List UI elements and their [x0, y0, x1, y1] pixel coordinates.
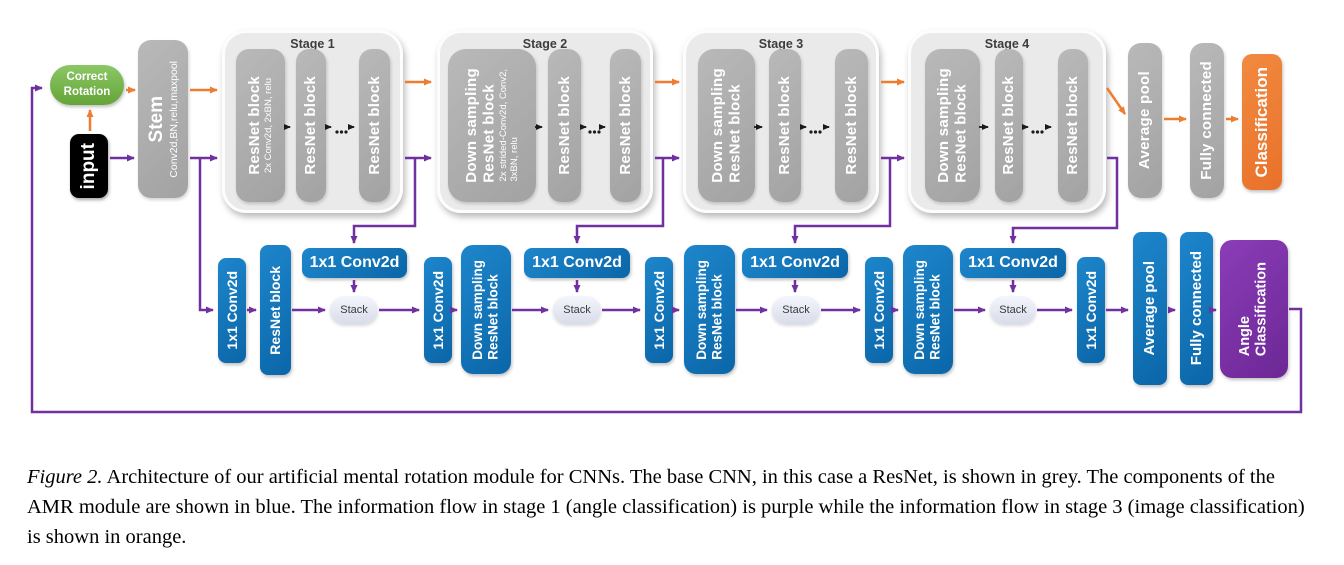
block-title: Average pool — [1141, 261, 1159, 356]
amr-stack-1: Stack — [330, 296, 378, 324]
amr-stack-4: Stack — [990, 296, 1036, 324]
stem-block: Stem Conv2d,BN,relu,maxpool — [138, 40, 188, 198]
conv-label: 1x1 Conv2d — [429, 270, 446, 350]
classification-node: Classification — [1242, 54, 1282, 190]
amr-conv-4: 1x1 Conv2d — [865, 257, 893, 363]
conv-label: 1x1 Conv2d — [870, 270, 887, 350]
stage-1-resnet-block-2: ResNet block — [296, 49, 326, 202]
stage-3-resnet-block-2: ResNet block — [769, 49, 801, 202]
amr-resnet-block: ResNet block — [260, 245, 291, 375]
amr-downsampling-3: Down sampling ResNet block — [903, 245, 953, 374]
conv-label: 1x1 Conv2d — [223, 271, 240, 350]
figure-caption-text: Architecture of our artificial mental ro… — [27, 466, 1305, 548]
block-title: ResNet block — [302, 76, 320, 175]
amr-downsampling-2: Down sampling ResNet block — [684, 245, 735, 374]
figure-caption: Figure 2. Architecture of our artificial… — [27, 462, 1319, 552]
stage-4-resnet-block-2: ResNet block — [995, 49, 1023, 202]
block-title: ResNet block — [555, 76, 573, 175]
block-title: ResNet block — [842, 76, 860, 175]
conv-label: 1x1 Conv2d — [750, 254, 840, 271]
stage-1-container: Stage 1 ResNet block 2x Conv2d, 2xBN, re… — [222, 30, 403, 213]
conv-label: 1x1 Conv2d — [532, 254, 622, 271]
stage-2-downsampling-block: Down sampling ResNet block 2x strided-Co… — [448, 49, 536, 202]
figure-caption-label: Figure 2. — [27, 466, 103, 488]
average-pool-grey-block: Average pool — [1128, 43, 1162, 198]
stage-4-resnet-block-3: ResNet block — [1058, 49, 1088, 202]
stage-3-downsampling-block: Down sampling ResNet block — [698, 49, 755, 202]
block-title: Down sampling ResNet block — [463, 68, 498, 183]
stage-4-downsampling-block: Down sampling ResNet block — [925, 49, 980, 202]
block-title: ResNet block — [776, 76, 794, 175]
block-title: ResNet block — [267, 265, 284, 355]
block-title: ResNet block — [1000, 76, 1018, 175]
input-node: input — [70, 134, 108, 198]
stage-2-resnet-block-2: ResNet block — [548, 49, 581, 202]
stack-label: Stack — [782, 304, 810, 316]
stage-1-resnet-block-1: ResNet block 2x Conv2d, 2xBN, relu — [236, 49, 285, 202]
amr-conv-horizontal-4: 1x1 Conv2d — [960, 248, 1066, 278]
angle-classification-node: Angle Classification — [1220, 240, 1288, 378]
stack-label: Stack — [999, 304, 1027, 316]
stem-title: Stem — [146, 95, 168, 143]
block-title: Fully connected — [1187, 251, 1205, 366]
amr-stack-2: Stack — [553, 296, 601, 324]
stage-3-container: Stage 3 Down sampling ResNet block ResNe… — [683, 30, 879, 213]
stage-3-resnet-block-3: ResNet block — [835, 49, 868, 202]
block-title: Down sampling ResNet block — [470, 259, 501, 360]
block-title: Down sampling ResNet block — [935, 68, 970, 183]
block-title: Average pool — [1136, 71, 1154, 170]
angle-classification-label: Angle Classification — [1237, 261, 1270, 357]
block-subtitle: 2x strided-Conv2d, Conv2, 3xBN, relu — [497, 69, 520, 182]
block-title: ResNet block — [245, 76, 263, 175]
amr-stack-3: Stack — [772, 296, 820, 324]
amr-conv-3: 1x1 Conv2d — [645, 257, 673, 363]
conv-label: 1x1 Conv2d — [1082, 270, 1099, 350]
block-title: ResNet block — [1064, 76, 1082, 175]
amr-conv-horizontal-3: 1x1 Conv2d — [742, 248, 848, 278]
amr-fully-connected: Fully connected — [1180, 232, 1213, 385]
stack-label: Stack — [340, 304, 368, 316]
stack-label: Stack — [563, 304, 591, 316]
input-label: input — [78, 142, 100, 190]
stage-4-container: Stage 4 Down sampling ResNet block ResNe… — [908, 30, 1106, 213]
amr-conv-2: 1x1 Conv2d — [424, 257, 452, 363]
amr-average-pool: Average pool — [1133, 232, 1167, 385]
fully-connected-grey-block: Fully connected — [1190, 43, 1224, 198]
block-title: ResNet block — [616, 76, 634, 175]
conv-label: 1x1 Conv2d — [309, 254, 400, 271]
block-title: Down sampling ResNet block — [912, 259, 943, 360]
block-title: Down sampling ResNet block — [693, 259, 725, 360]
amr-conv-1: 1x1 Conv2d — [218, 258, 246, 363]
block-title: ResNet block — [365, 76, 383, 175]
block-title: Down sampling ResNet block — [709, 68, 744, 183]
stage-1-label: Stage 1 — [290, 37, 335, 51]
stage-1-resnet-block-3: ResNet block — [359, 49, 390, 202]
stage-2-resnet-block-3: ResNet block — [610, 49, 641, 202]
amr-downsampling-1: Down sampling ResNet block — [461, 245, 511, 374]
conv-label: 1x1 Conv2d — [650, 270, 667, 350]
block-subtitle: 2x Conv2d, 2xBN, relu — [263, 77, 275, 174]
block-title: Fully connected — [1198, 61, 1216, 180]
stage-4-label: Stage 4 — [984, 37, 1030, 51]
classification-label: Classification — [1252, 66, 1272, 178]
conv-label: 1x1 Conv2d — [968, 254, 1058, 271]
amr-conv-5: 1x1 Conv2d — [1077, 257, 1105, 363]
stem-subtitle: Conv2d,BN,relu,maxpool — [167, 60, 180, 178]
stage-3-label: Stage 3 — [758, 37, 804, 51]
stage-2-container: Stage 2 Down sampling ResNet block 2x st… — [437, 30, 653, 213]
stage-2-label: Stage 2 — [522, 37, 568, 51]
amr-conv-horizontal-1: 1x1 Conv2d — [302, 248, 407, 278]
correct-rotation-node: Correct Rotation — [50, 65, 124, 105]
amr-conv-horizontal-2: 1x1 Conv2d — [524, 248, 630, 278]
